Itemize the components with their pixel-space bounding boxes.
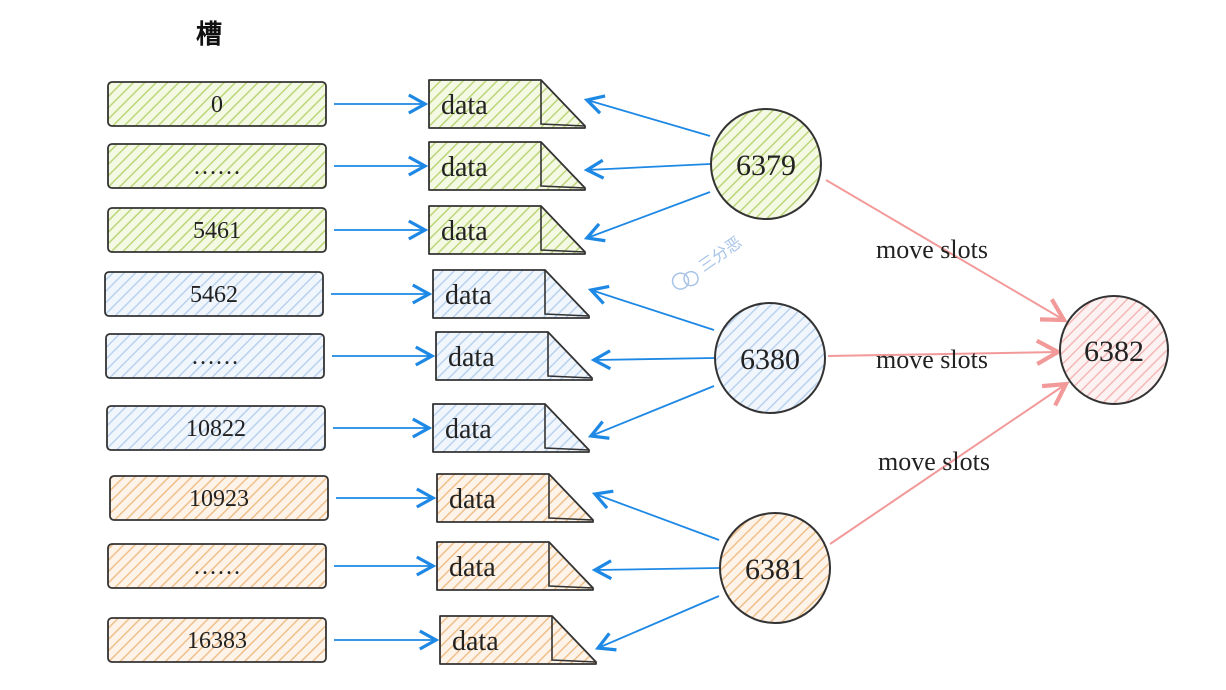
slot-box: 0 <box>107 81 327 127</box>
node-to-data-arrow <box>587 385 715 440</box>
slot-box-rect <box>107 143 327 189</box>
data-label: data <box>445 280 492 311</box>
data-block-fold <box>540 142 586 189</box>
wechat-icon-bubble <box>683 270 699 287</box>
slots-title: 槽 <box>196 20 223 50</box>
slot-box: 5462 <box>104 271 324 317</box>
data-block-shape <box>436 473 594 523</box>
data-label: data <box>448 342 495 373</box>
target-node-circle <box>1059 295 1169 405</box>
node-label: 6379 <box>736 149 796 182</box>
data-block-fold <box>547 332 593 379</box>
data-label: data <box>441 90 488 121</box>
data-block-shape <box>439 615 597 665</box>
node-6381: 6381 <box>719 512 831 624</box>
data-block-shape <box>435 331 593 381</box>
slot-box: …… <box>105 333 325 379</box>
data-block: data <box>428 205 586 255</box>
data-block: data <box>428 79 586 129</box>
data-block: data <box>428 141 586 191</box>
slot-label: 10923 <box>189 486 249 512</box>
data-block-fold <box>540 206 586 253</box>
node-6380: 6380 <box>714 302 826 414</box>
node-to-data-arrow <box>583 158 711 180</box>
node-to-data-arrow <box>591 559 720 581</box>
node-circle <box>710 108 822 220</box>
slot-label: …… <box>193 554 241 580</box>
slot-box-rect <box>107 81 327 127</box>
node-label: 6381 <box>745 553 805 586</box>
slot-box-rect <box>109 475 329 521</box>
slot-label: …… <box>193 154 241 180</box>
slot-label: 0 <box>211 92 223 118</box>
node-circle <box>719 512 831 624</box>
slot-label: 10822 <box>186 416 246 442</box>
node-to-data-arrow <box>583 94 711 137</box>
data-label: data <box>449 484 496 515</box>
node-to-data-arrow <box>590 349 715 371</box>
node-label: 6380 <box>740 343 800 376</box>
data-block-fold <box>544 404 590 451</box>
data-block-shape <box>428 141 586 191</box>
slot-box: 5461 <box>107 207 327 253</box>
data-block-fold <box>548 542 594 589</box>
node-6379: 6379 <box>710 108 822 220</box>
slot-box: 10923 <box>109 475 329 521</box>
slot-box-rect <box>106 405 326 451</box>
slot-label: …… <box>191 344 239 370</box>
data-block: data <box>436 541 594 591</box>
data-block-fold <box>544 270 590 317</box>
data-block: data <box>439 615 597 665</box>
data-block-shape <box>432 403 590 453</box>
watermark-text: 三分恶 <box>695 232 745 275</box>
data-label: data <box>445 414 492 445</box>
move-slots-arrow <box>825 179 1068 323</box>
wechat-icon <box>671 272 690 290</box>
slot-box: …… <box>107 543 327 589</box>
move-slots-label: move slots <box>876 345 988 374</box>
watermark: 三分恶 <box>671 232 745 290</box>
node-to-data-arrow <box>583 191 711 243</box>
slot-box-rect <box>107 617 327 663</box>
node-to-data-arrow <box>587 284 715 331</box>
slot-box: 16383 <box>107 617 327 663</box>
data-block-fold <box>551 616 597 663</box>
slot-box: …… <box>107 143 327 189</box>
data-block: data <box>436 473 594 523</box>
node-to-data-arrow <box>594 595 720 652</box>
data-block-shape <box>436 541 594 591</box>
data-label: data <box>452 626 499 657</box>
slot-box-rect <box>107 543 327 589</box>
data-label: data <box>441 216 488 247</box>
slot-box-rect <box>107 207 327 253</box>
data-block-shape <box>428 79 586 129</box>
data-block-shape <box>432 269 590 319</box>
data-label: data <box>449 552 496 583</box>
slot-box-rect <box>105 333 325 379</box>
move-slots-arrow <box>827 338 1063 366</box>
node-circle <box>714 302 826 414</box>
data-block: data <box>432 269 590 319</box>
data-block: data <box>435 331 593 381</box>
move-slots-arrow <box>829 381 1070 545</box>
data-block: data <box>432 403 590 453</box>
move-slots-label: move slots <box>878 447 990 476</box>
data-block-fold <box>548 474 594 521</box>
slot-label: 5461 <box>193 218 241 244</box>
slot-box: 10822 <box>106 405 326 451</box>
data-label: data <box>441 152 488 183</box>
slot-label: 5462 <box>190 282 238 308</box>
slot-box-rect <box>104 271 324 317</box>
data-block-fold <box>540 80 586 127</box>
slot-label: 16383 <box>187 628 247 654</box>
node-6382: 6382 <box>1059 295 1169 405</box>
node-to-data-arrow <box>591 489 720 541</box>
data-block-shape <box>428 205 586 255</box>
move-slots-label: move slots <box>876 235 988 264</box>
target-node-label: 6382 <box>1084 335 1144 368</box>
